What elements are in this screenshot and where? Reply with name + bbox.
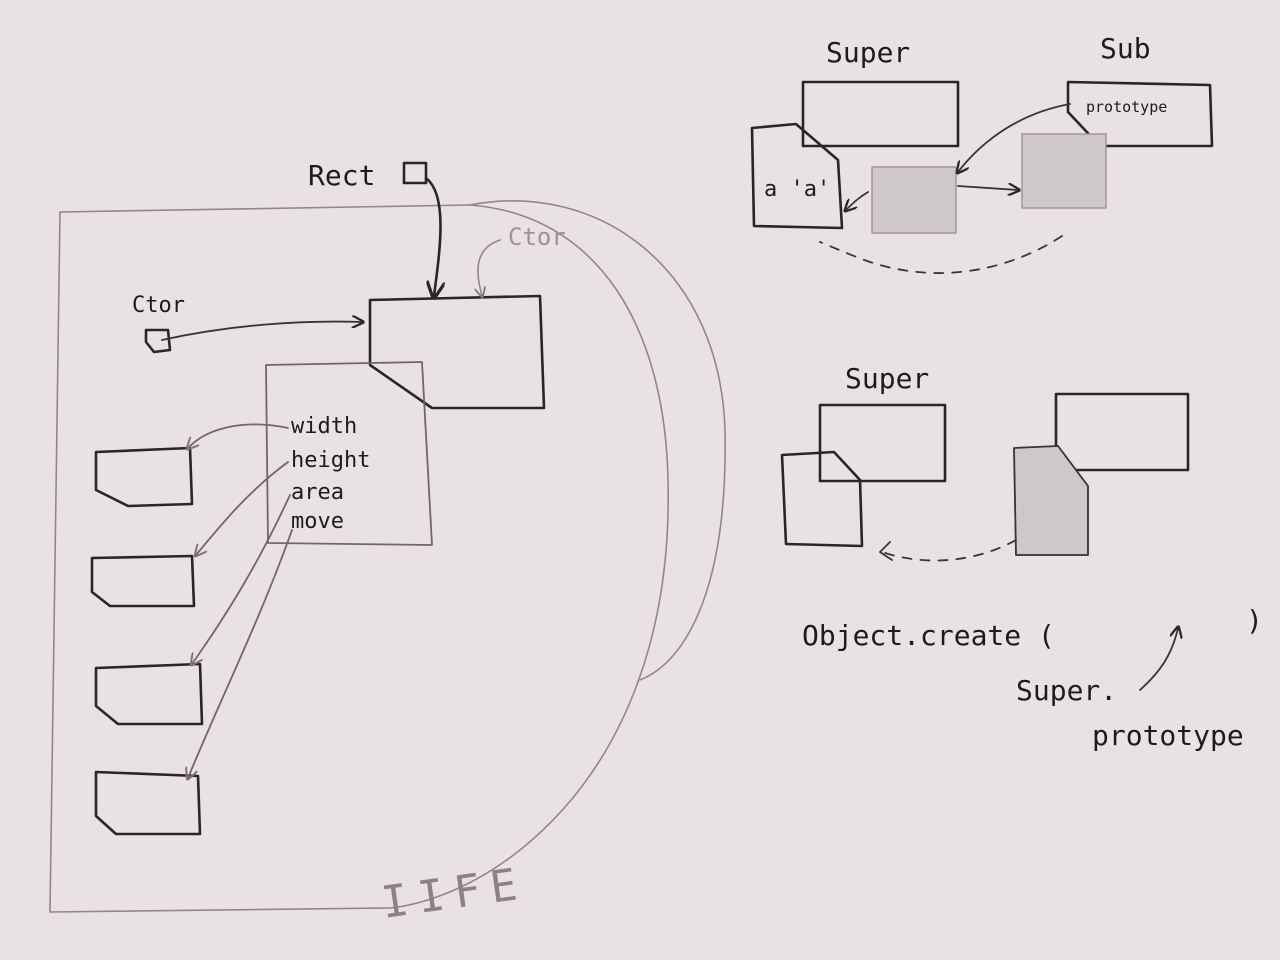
new-object-shaded (871, 166, 957, 234)
rect-reference-box (402, 161, 428, 185)
dashed-arrow-head-bottom (879, 541, 893, 561)
method-label-width: width (291, 414, 357, 439)
method-objects (90, 423, 293, 836)
super-prototype-box (750, 122, 844, 230)
sub-label-top: Sub (1100, 32, 1151, 65)
sub-object-shaded-bottom (1013, 445, 1089, 556)
sub-prototype-shaded (1021, 133, 1107, 209)
method-object-4 (94, 770, 202, 836)
method-object-1 (94, 446, 194, 508)
rect-to-object-arrow (424, 176, 441, 296)
sub-function-box (1066, 80, 1214, 148)
sub-object-outline-bottom (1013, 445, 1089, 556)
ctor-to-object-arrow (161, 322, 362, 341)
rect-function-object (368, 294, 546, 410)
method-object-2 (90, 554, 196, 608)
property-label: a 'a' (764, 177, 830, 202)
rect-label: Rect (308, 159, 375, 192)
area-to-method-arrow (192, 494, 291, 664)
ctor-label: Ctor (132, 293, 185, 318)
prototype-object-box (265, 361, 433, 546)
move-to-method-arrow (188, 529, 293, 778)
method-label-area: area (291, 480, 344, 505)
super-label-bottom: Super (845, 362, 929, 395)
argument-arrow (1139, 628, 1178, 691)
rect-constructor-group (368, 161, 546, 410)
ctor-faint-label: Ctor (508, 223, 566, 251)
height-to-method-arrow (196, 461, 289, 555)
object-create-code: Object.create ( (802, 619, 1055, 652)
super-function-box (801, 80, 960, 148)
object-to-subproto-arrow (957, 186, 1018, 190)
ctor-group (144, 322, 362, 354)
prototype-object (265, 361, 433, 546)
sub-function-box-bottom (1054, 392, 1190, 472)
super-label-top: Super (826, 36, 910, 69)
iife-boundary (49, 204, 669, 913)
method-label-move: move (291, 509, 344, 534)
ctor-reference-box (144, 328, 172, 354)
iife-scope (49, 200, 726, 913)
iife-outer-curve (469, 200, 726, 681)
super-function-box-bottom (818, 403, 947, 483)
super-prototype-box-bottom (780, 450, 864, 548)
argument-line-2: prototype (1092, 719, 1244, 752)
iife-label: IIFE (378, 858, 530, 929)
method-label-height: height (291, 448, 370, 473)
prototype-to-object-arrow (958, 103, 1071, 172)
object-create-close-paren: ) (1246, 604, 1263, 637)
ctor-self-arrow (478, 239, 501, 296)
object-to-property-arrow (846, 191, 869, 210)
method-object-3 (94, 662, 204, 726)
left-labels: Rect Ctor Ctor width height area move II… (132, 159, 566, 929)
argument-line-1: Super. (1016, 674, 1117, 707)
inheritance-diagram-top: Super Sub a 'a' prototype (750, 32, 1214, 274)
object-create-diagram: Super Object.create ( ) Super. prototype (780, 362, 1263, 752)
proto-chain-dashed-top (819, 235, 1063, 274)
proto-chain-dashed-bottom (881, 539, 1017, 562)
prototype-label-top: prototype (1086, 98, 1167, 116)
width-to-method-arrow (188, 423, 289, 448)
